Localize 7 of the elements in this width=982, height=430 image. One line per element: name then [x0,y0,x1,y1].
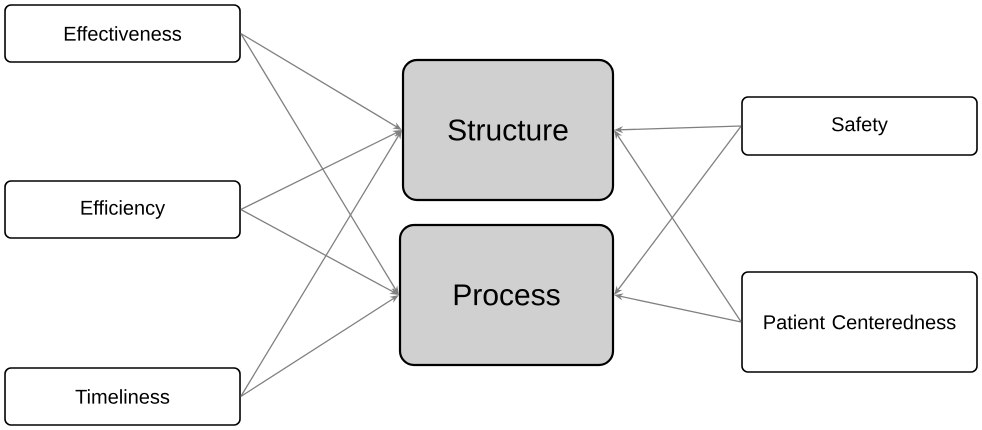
dimension-box: Effectiveness [4,4,241,63]
dimension-box: Safety [741,96,978,156]
dimension-box: Timeliness [4,367,241,426]
dimension-box: Patient Centeredness [741,271,978,373]
dimension-box: Efficiency [4,180,241,239]
process-box: Process [398,224,614,366]
process-box: Structure [402,58,614,202]
